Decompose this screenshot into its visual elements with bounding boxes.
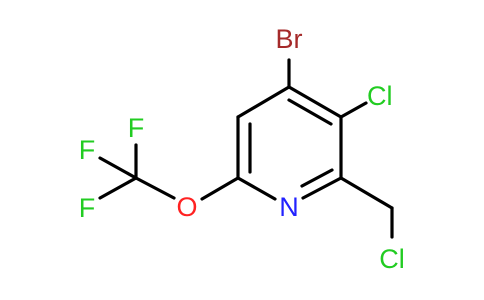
chlorine-ring-label: Cl <box>367 81 393 111</box>
bond-o-cf3 <box>134 176 176 200</box>
bond-c4-c5 <box>236 85 291 119</box>
bond-c6-n <box>236 176 277 201</box>
fluorine-top-label: F <box>128 113 145 143</box>
bond-c-f-bottom <box>98 176 138 200</box>
bond-c2-ch2 <box>339 176 394 210</box>
bond-c6-o <box>200 176 240 201</box>
oxygen-label: O <box>176 192 197 222</box>
fluorine-bottom-label: F <box>79 193 96 223</box>
bond-c3-cl <box>339 101 368 119</box>
bond-c3-c4-inner <box>287 98 333 126</box>
bond-c3-c4 <box>287 85 343 119</box>
nitrogen-label: N <box>279 192 299 222</box>
chlorine-chain-label: Cl <box>379 244 405 274</box>
fluorine-left-label: F <box>79 135 96 165</box>
bond-n-c2 <box>301 176 343 200</box>
bromine-label: Br <box>276 24 303 54</box>
bond-n-c2-inner <box>300 168 334 188</box>
bond-c-f-left <box>98 156 138 180</box>
